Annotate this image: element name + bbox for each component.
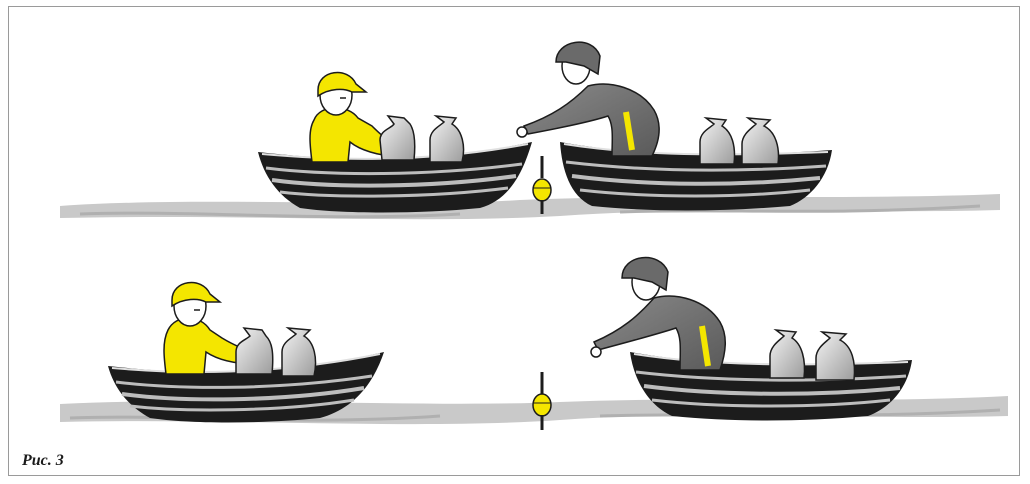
figure-caption: Рис. 3 [22, 452, 64, 470]
right-boat-top [560, 142, 832, 211]
gray-person-top [517, 42, 659, 156]
top-panel [60, 42, 1000, 219]
bags-left-top [380, 116, 464, 162]
bottom-panel [60, 258, 1008, 430]
gray-person-bottom [591, 258, 725, 370]
